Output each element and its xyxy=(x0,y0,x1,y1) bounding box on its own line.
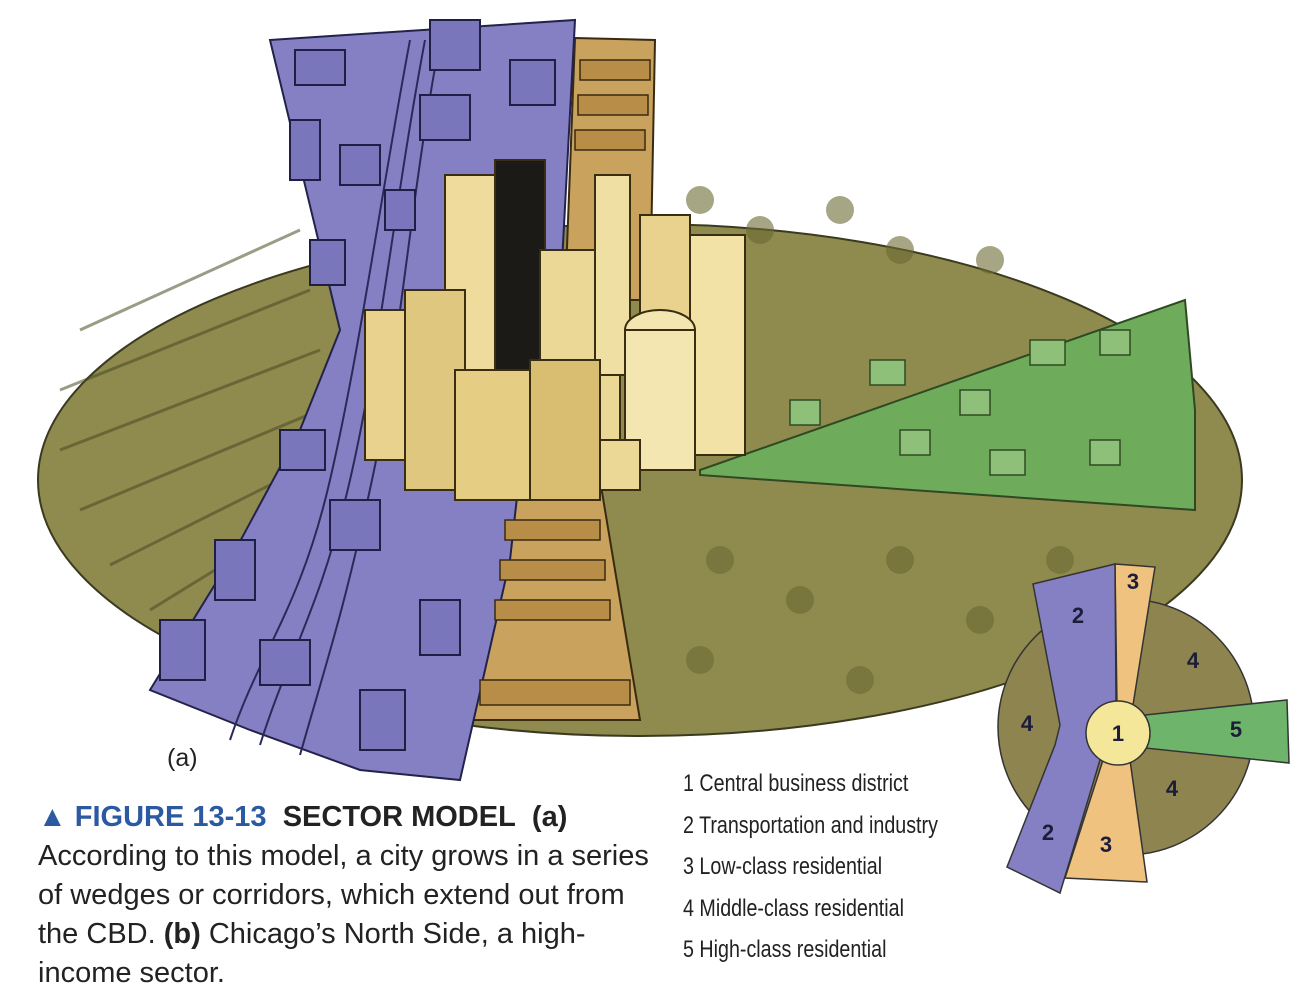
key-label-4-ne: 4 xyxy=(1187,648,1200,673)
key-label-3-bottom: 3 xyxy=(1100,832,1112,857)
tree-texture xyxy=(686,186,1074,694)
figure-number-text: FIGURE 13-13 xyxy=(74,801,267,833)
legend-item: 4 Middle-class residential xyxy=(683,894,904,922)
key-label-4-se: 4 xyxy=(1166,776,1179,801)
legend-item: 3 Low-class residential xyxy=(683,853,883,880)
legend-item: 5 High-class residential xyxy=(683,936,887,963)
key-label-5: 5 xyxy=(1230,717,1242,742)
figure-caption: ▲ FIGURE 13-13 SECTOR MODEL (a) Accordin… xyxy=(38,798,658,993)
legend: 1 Central business district 2 Transporta… xyxy=(683,766,938,974)
key-label-3-top: 3 xyxy=(1127,569,1139,594)
cbd-skyscrapers xyxy=(364,159,746,501)
key-label-4-w: 4 xyxy=(1021,711,1034,736)
industrial-buildings xyxy=(159,19,556,751)
low-class-rowhouses xyxy=(479,59,651,706)
high-class-wedge xyxy=(699,298,1196,512)
key-label-2-top: 2 xyxy=(1072,603,1084,628)
legend-item: 1 Central business district xyxy=(683,770,909,797)
key-transport-wedge xyxy=(1006,563,1117,895)
caption-text-2: Chicago’s North Side, a high-income sect… xyxy=(38,918,586,989)
key-label-2-bottom: 2 xyxy=(1042,820,1054,845)
sector-model-key-diagram: 1 2 2 3 3 4 4 4 5 xyxy=(997,563,1290,895)
panel-label-a: (a) xyxy=(167,744,198,772)
figure-title: SECTOR MODEL xyxy=(282,801,516,833)
legend-item: 2 Transportation and industry xyxy=(683,811,938,839)
caption-text-1: According to this model, a city grows in… xyxy=(38,840,649,950)
figure-title-part: (a) xyxy=(531,801,568,833)
figure-number: ▲ FIGURE 13-13 xyxy=(38,801,267,833)
key-cbd-circle xyxy=(1085,700,1151,766)
high-class-houses xyxy=(789,329,1131,476)
key-label-1: 1 xyxy=(1112,721,1124,746)
caption-part-b: (b) xyxy=(163,918,201,950)
